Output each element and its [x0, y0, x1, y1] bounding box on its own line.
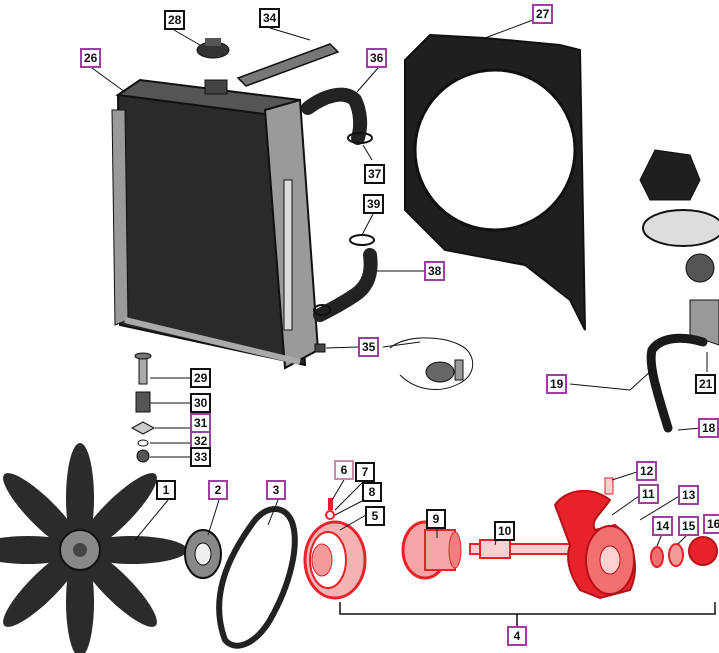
callout-28: 28 [164, 10, 186, 30]
leader-lines [91, 19, 708, 547]
drain-valve [314, 337, 474, 390]
hose-clamp [349, 234, 375, 246]
callout-4: 4 [507, 626, 527, 646]
seal-strip [236, 43, 340, 87]
callout-13: 13 [678, 485, 700, 505]
mount-hardware [130, 352, 156, 463]
callout-30: 30 [190, 393, 212, 413]
hose-clamp [313, 304, 331, 316]
callout-26: 26 [80, 48, 102, 68]
pump-housing [553, 489, 636, 600]
callout-29: 29 [190, 368, 212, 388]
seal-ring [650, 546, 664, 568]
callout-32: 32 [190, 431, 212, 451]
callout-2: 2 [208, 480, 228, 500]
washer [668, 543, 684, 567]
callout-38: 38 [424, 261, 446, 281]
callout-19: 19 [546, 374, 568, 394]
callout-34: 34 [259, 8, 281, 28]
callout-18: 18 [698, 418, 719, 438]
impeller [688, 536, 718, 566]
callout-14: 14 [652, 516, 674, 536]
callout-39: 39 [363, 194, 385, 214]
callout-9: 9 [426, 509, 446, 529]
pump-shaft [469, 539, 581, 559]
callout-10: 10 [494, 521, 516, 541]
hose-clamp [347, 132, 373, 144]
radiator-cap [196, 38, 230, 59]
fan-spacer [184, 529, 222, 579]
callout-27: 27 [532, 4, 554, 24]
callout-35: 35 [358, 337, 380, 357]
bolt-set [325, 498, 335, 520]
callout-8: 8 [362, 482, 382, 502]
radiator [111, 78, 320, 370]
callout-12: 12 [636, 461, 658, 481]
callout-37: 37 [364, 164, 386, 184]
callout-7: 7 [355, 462, 375, 482]
callout-33: 33 [190, 447, 212, 467]
callout-21: 21 [695, 374, 717, 394]
lower-hose [313, 248, 378, 322]
fan-shroud [404, 33, 586, 331]
callout-36: 36 [366, 48, 388, 68]
fan [0, 443, 187, 653]
thermostat-housing [639, 149, 719, 346]
pump-pin [604, 477, 614, 495]
group-bracket [339, 602, 716, 628]
callout-31: 31 [190, 413, 212, 433]
upper-hose [301, 87, 368, 145]
callout-15: 15 [678, 516, 700, 536]
hub [401, 520, 462, 580]
callout-1: 1 [156, 480, 176, 500]
bypass-hose [646, 333, 708, 433]
callout-3: 3 [266, 480, 286, 500]
callout-16: 16 [703, 514, 719, 534]
callout-11: 11 [638, 484, 659, 504]
callout-5: 5 [365, 506, 385, 526]
pulley [303, 520, 367, 600]
callout-6: 6 [334, 460, 354, 480]
v-belt [216, 506, 298, 649]
